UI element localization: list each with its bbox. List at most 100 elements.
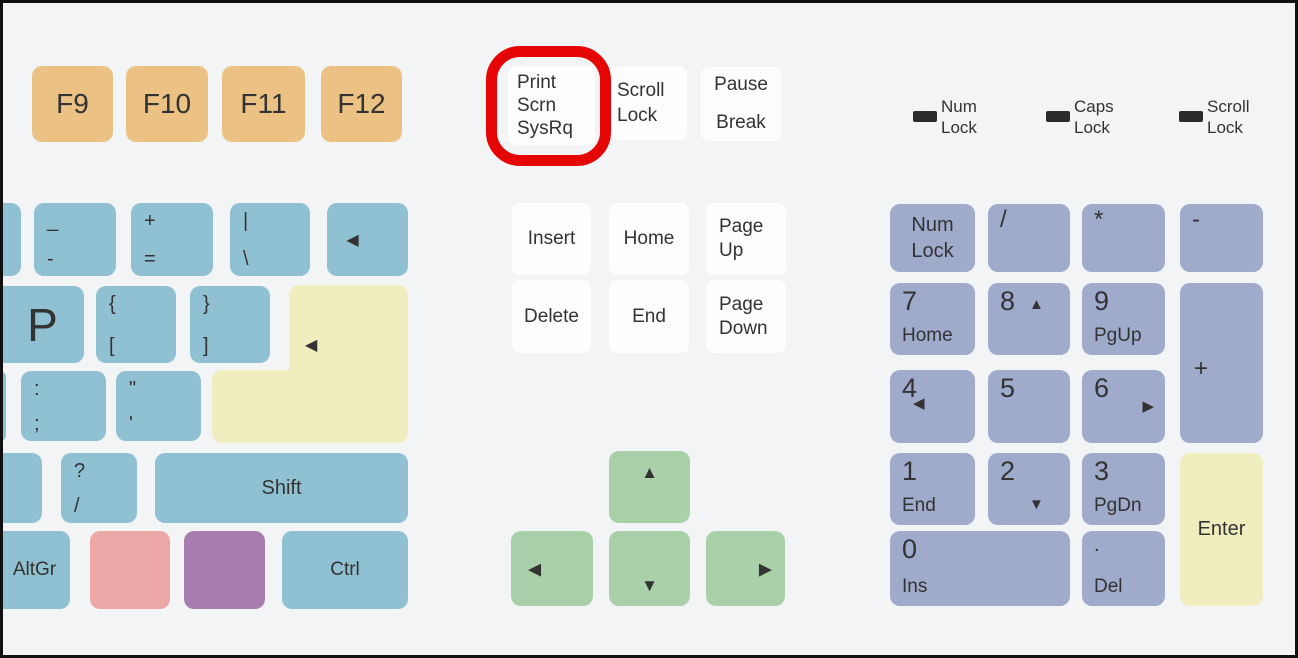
- caps-lock-led-icon: [1046, 111, 1070, 122]
- key-scroll-lock: Scroll Lock: [609, 66, 687, 140]
- key-numpad-5: 5: [988, 370, 1070, 443]
- key-label: Down: [719, 317, 768, 339]
- key-page-up: Page Up: [706, 203, 786, 275]
- indicator-line: Scroll: [1207, 97, 1250, 116]
- key-arrow-right: ▶: [706, 531, 785, 606]
- key-label: .: [1094, 534, 1100, 556]
- key-sublabel: PgUp: [1094, 325, 1142, 346]
- indicator-line: Lock: [1074, 118, 1110, 137]
- highlight-circle: [486, 46, 611, 166]
- arrow-left-icon: ◀: [913, 395, 925, 412]
- key-f10: F10: [126, 66, 208, 142]
- key-label: 4: [902, 373, 918, 403]
- key-label: 1: [902, 456, 918, 486]
- key-sublabel: Home: [902, 325, 953, 346]
- key-numpad-2: 2 ▼: [988, 453, 1070, 525]
- key-numpad-decimal: . Del: [1082, 531, 1165, 606]
- key-shifted-glyph: +: [144, 210, 156, 232]
- key-f12: F12: [321, 66, 402, 142]
- key-numpad-enter: Enter: [1180, 453, 1263, 606]
- key-quote: " ': [116, 371, 201, 441]
- key-numpad-1: 1 End: [890, 453, 975, 525]
- num-lock-indicator-label: Num Lock: [941, 96, 977, 138]
- key-shifted-glyph: |: [243, 210, 249, 232]
- key-label: AltGr: [12, 559, 57, 580]
- key-glyph: -: [47, 248, 54, 270]
- key-arrow-up: ▲: [609, 451, 690, 523]
- key-label: 8: [1000, 286, 1016, 316]
- key-glyph: =: [144, 248, 156, 270]
- key-blank-pink: [90, 531, 170, 609]
- key-partial: [3, 453, 42, 523]
- key-sublabel: End: [902, 495, 936, 516]
- key-partial: [3, 203, 21, 276]
- key-glyph: /: [74, 495, 80, 517]
- key-label: 3: [1094, 456, 1110, 486]
- key-insert: Insert: [512, 203, 591, 275]
- key-numpad-0: 0 Ins: [890, 531, 1070, 606]
- scroll-lock-indicator-label: Scroll Lock: [1207, 96, 1250, 138]
- key-label: +: [1194, 355, 1209, 382]
- key-label: Scroll: [617, 80, 665, 101]
- key-label: Scrn: [517, 95, 557, 116]
- key-label: Lock: [911, 240, 954, 262]
- key-dash: _ -: [34, 203, 116, 276]
- key-label: Print: [517, 72, 557, 93]
- key-bracket-close: } ]: [190, 286, 270, 363]
- key-enter-main: ◀: [212, 285, 408, 443]
- arrow-left-icon: ◀: [528, 559, 542, 578]
- key-label: Page: [719, 216, 764, 237]
- key-label: Page: [719, 293, 764, 315]
- key-equals: + =: [131, 203, 213, 276]
- key-label: 6: [1094, 373, 1110, 403]
- key-enter-bottom: [212, 370, 408, 443]
- arrow-down-icon: ▼: [641, 576, 658, 595]
- key-sublabel: PgDn: [1094, 495, 1142, 516]
- key-bracket-open: { [: [96, 286, 176, 363]
- key-label: Up: [719, 240, 744, 261]
- key-blank-purple: [184, 531, 265, 609]
- key-shift: Shift: [155, 453, 408, 523]
- key-numpad-4: 4 ◀: [890, 370, 975, 443]
- key-shifted-glyph: }: [203, 293, 210, 315]
- key-altgr: AltGr: [3, 531, 70, 609]
- key-shifted-glyph: ": [129, 378, 137, 400]
- arrow-right-icon: ▶: [758, 559, 772, 578]
- key-glyph: \: [243, 248, 249, 270]
- caps-lock-indicator-label: Caps Lock: [1074, 96, 1114, 138]
- enter-arrow-icon: ◀: [305, 337, 318, 354]
- key-numpad-3: 3 PgDn: [1082, 453, 1165, 525]
- key-enter-top: [289, 285, 408, 380]
- arrow-down-icon: ▼: [1029, 496, 1044, 513]
- key-semicolon: : ;: [21, 371, 106, 441]
- indicator-line: Lock: [941, 118, 977, 137]
- key-label: 9: [1094, 286, 1110, 316]
- key-home: Home: [609, 203, 689, 275]
- backspace-arrow-icon: ◀: [346, 231, 359, 249]
- key-question: ? /: [61, 453, 137, 523]
- key-shifted-glyph: ?: [74, 460, 86, 482]
- key-shifted-glyph: _: [47, 210, 59, 232]
- key-backspace: ◀: [327, 203, 408, 276]
- indicator-line: Lock: [1207, 118, 1243, 137]
- key-shifted-glyph: {: [109, 293, 116, 315]
- key-ctrl: Ctrl: [282, 531, 408, 609]
- key-label: Pause: [714, 74, 768, 95]
- key-end: End: [609, 280, 689, 353]
- key-label: Break: [716, 112, 766, 133]
- key-shifted-glyph: :: [34, 378, 40, 400]
- key-glyph: ;: [34, 413, 40, 435]
- key-backslash: | \: [230, 203, 310, 276]
- key-label: *: [1094, 206, 1104, 233]
- key-numpad-7: 7 Home: [890, 283, 975, 355]
- key-arrow-left: ◀: [511, 531, 593, 606]
- key-arrow-down: ▼: [609, 531, 690, 606]
- key-numpad-add: +: [1180, 283, 1263, 443]
- key-label: 2: [1000, 456, 1016, 486]
- scroll-lock-led-icon: [1179, 111, 1203, 122]
- key-sublabel: Del: [1094, 576, 1123, 597]
- key-numpad-multiply: *: [1082, 204, 1165, 272]
- key-numpad-6: 6 ▶: [1082, 370, 1165, 443]
- key-glyph: ': [129, 413, 133, 435]
